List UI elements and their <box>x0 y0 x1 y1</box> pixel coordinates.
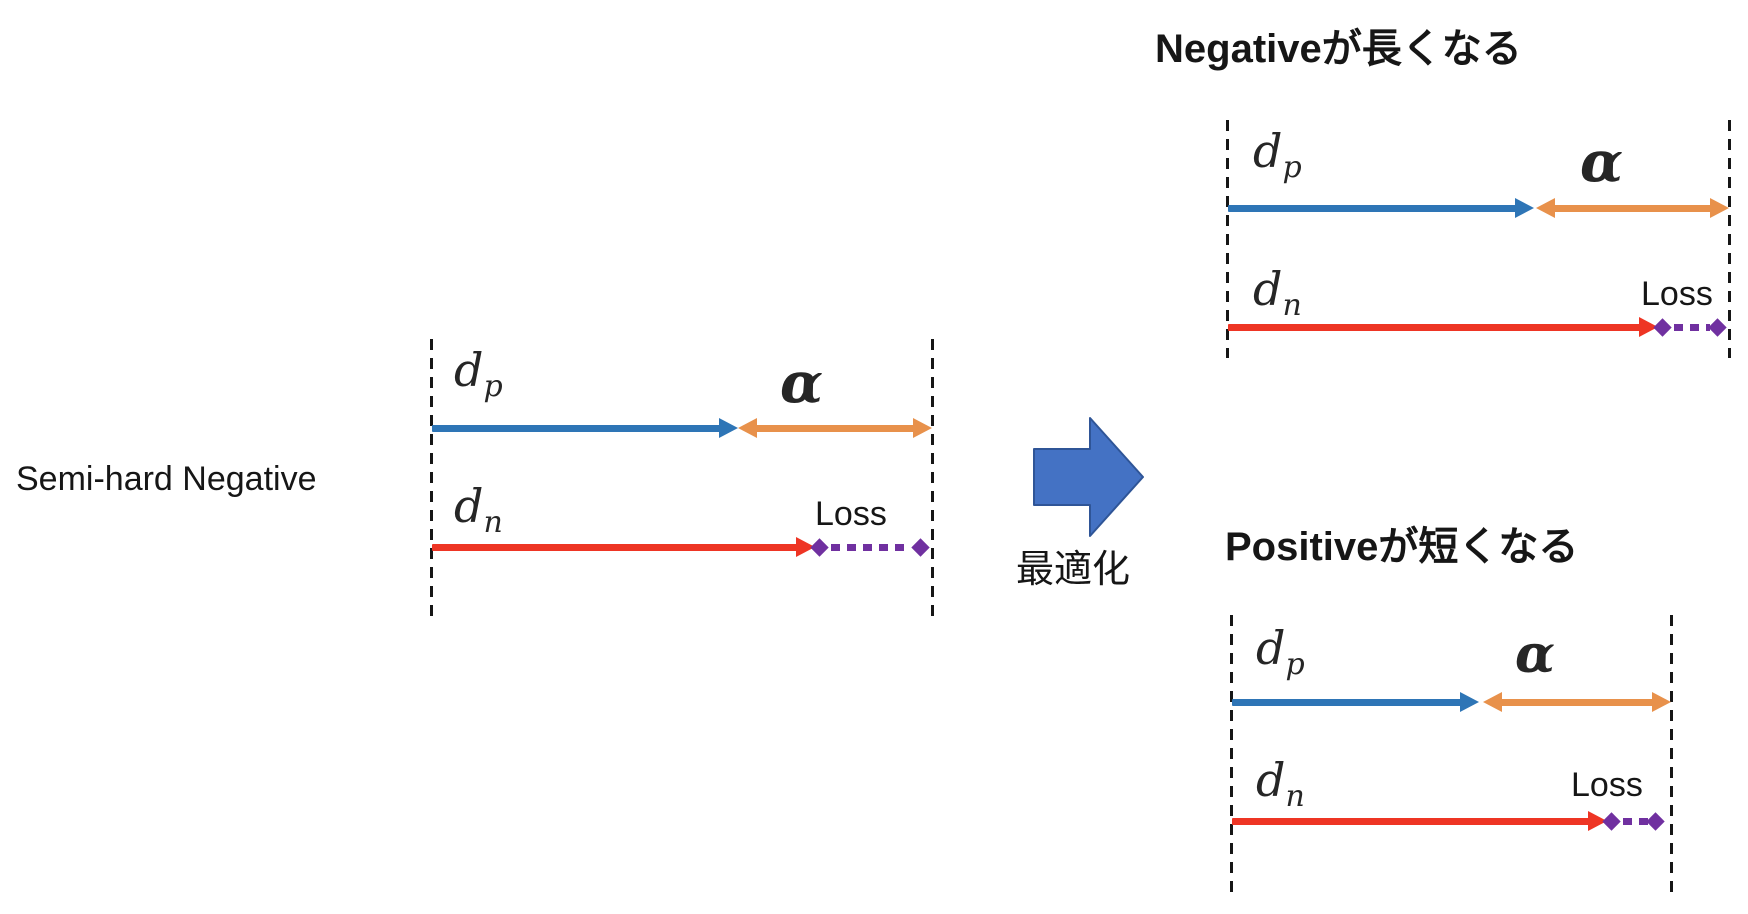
negative-arrowhead-icon <box>796 537 815 557</box>
margin-arrowhead-left-icon <box>1536 198 1555 218</box>
margin-arrowhead-right-icon <box>913 418 932 438</box>
margin-arrowhead-left-icon <box>738 418 757 438</box>
optimization-label: 最適化 <box>1016 549 1131 591</box>
positive-arrowhead-icon <box>719 418 738 438</box>
boundary-line-right <box>1728 120 1731 358</box>
positive-arrowhead-icon <box>1515 198 1534 218</box>
boundary-line-left <box>430 339 433 623</box>
optimization-arrow-icon <box>1033 417 1144 537</box>
panel-title-positive-shorter: Positiveが短くなる <box>1225 525 1579 569</box>
positive-arrowhead-icon <box>1460 692 1479 712</box>
boundary-line-right <box>931 339 934 623</box>
loss-dotted-segment <box>1623 818 1648 825</box>
margin-arrow <box>1501 699 1653 706</box>
loss-dotted-segment <box>831 544 911 551</box>
panel-base: dp α dn Loss <box>430 339 934 623</box>
loss-diamond-end-icon <box>1708 318 1727 337</box>
positive-distance-arrow <box>1228 205 1516 212</box>
loss-diamond-end-icon <box>1646 812 1665 831</box>
negative-arrowhead-icon <box>1588 811 1607 831</box>
alpha-label: α <box>780 350 824 416</box>
margin-arrow <box>756 425 914 432</box>
loss-label: Loss <box>1641 275 1713 313</box>
boundary-line-left <box>1230 615 1233 900</box>
dp-label: dp <box>454 343 503 404</box>
alpha-label: α <box>1580 129 1624 195</box>
dp-label: dp <box>1256 621 1305 682</box>
negative-distance-arrow <box>1232 818 1589 825</box>
margin-arrowhead-right-icon <box>1652 692 1671 712</box>
dp-label: dp <box>1253 124 1302 185</box>
panel-title-negative-longer: Negativeが長くなる <box>1155 27 1522 71</box>
margin-arrowhead-left-icon <box>1483 692 1502 712</box>
loss-label: Loss <box>815 495 887 533</box>
loss-dotted-segment <box>1674 324 1710 331</box>
panel-positive-shorter: dp α dn Loss <box>1230 615 1673 900</box>
positive-distance-arrow <box>1232 699 1461 706</box>
dn-label: dn <box>1253 262 1302 323</box>
negative-arrowhead-icon <box>1639 317 1658 337</box>
margin-arrowhead-right-icon <box>1710 198 1729 218</box>
panel-negative-longer: dp α dn Loss <box>1226 120 1731 358</box>
alpha-label: α <box>1515 624 1556 685</box>
margin-arrow <box>1554 205 1711 212</box>
loss-diamond-end-icon <box>911 538 930 557</box>
loss-label: Loss <box>1571 766 1643 804</box>
dn-label: dn <box>454 479 503 540</box>
positive-distance-arrow <box>432 425 720 432</box>
caption-semi-hard-negative: Semi-hard Negative <box>16 460 317 498</box>
negative-distance-arrow <box>432 544 797 551</box>
boundary-line-left <box>1226 120 1229 358</box>
dn-label: dn <box>1256 753 1305 814</box>
negative-distance-arrow <box>1228 324 1640 331</box>
boundary-line-right <box>1670 615 1673 900</box>
